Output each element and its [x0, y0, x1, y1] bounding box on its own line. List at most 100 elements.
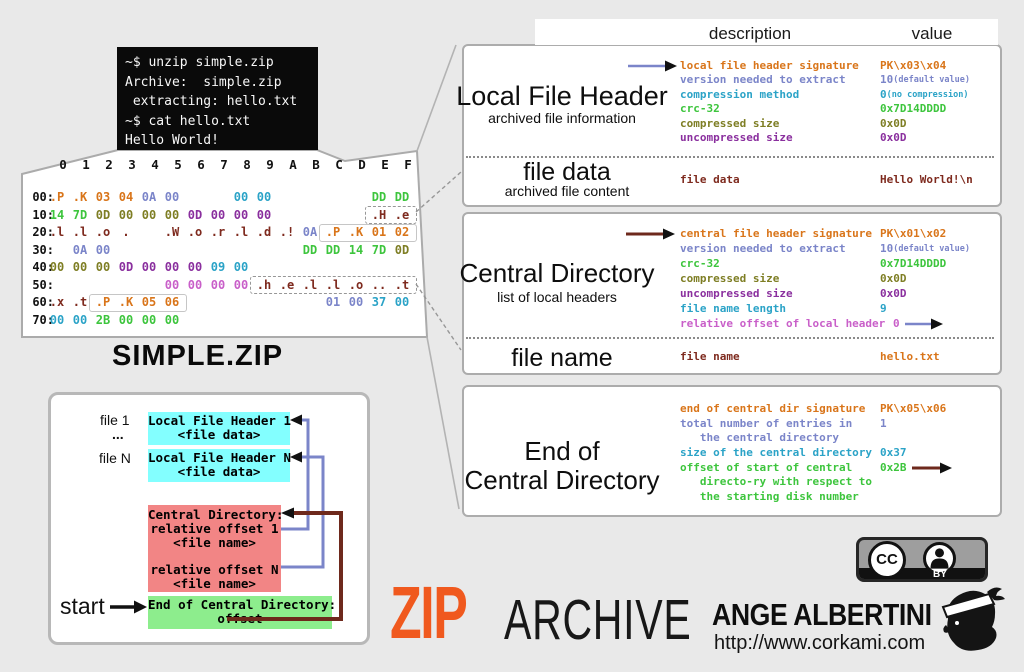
column-header-strip: [535, 19, 998, 45]
field-value: 0x37: [880, 445, 907, 459]
hex-byte-cell: .e: [394, 207, 410, 222]
hex-column-header: 0: [59, 157, 67, 172]
hex-byte-cell: .H: [371, 207, 387, 222]
hex-byte-cell: 14: [348, 242, 364, 257]
field-value: 9: [880, 301, 887, 315]
diagram-box-line: <file name>: [173, 534, 256, 550]
field-description: file name length: [680, 301, 786, 315]
hex-byte-cell: 04: [118, 190, 134, 204]
hex-byte-cell: 00: [49, 312, 65, 327]
hex-byte-cell: 09: [210, 260, 226, 274]
diagram-box-line: Local File Header 1: [148, 413, 291, 428]
hex-column-header: A: [289, 157, 297, 172]
hex-byte-cell: 01: [325, 295, 341, 309]
hex-byte-cell: 05: [141, 295, 157, 309]
hex-byte-cell: .l: [325, 277, 341, 292]
section-title-file-data: file data: [523, 158, 611, 186]
dashed-link-filename: [415, 283, 462, 351]
hex-byte-cell: 00: [256, 190, 272, 204]
field-value: 0x0D: [880, 271, 907, 285]
lens-line-top: [416, 44, 457, 152]
start-label: start: [60, 593, 105, 619]
terminal-line: ~$ unzip simple.zip: [125, 55, 274, 70]
hex-byte-cell: 00: [233, 277, 249, 292]
hex-byte-cell: 00: [164, 260, 180, 274]
hex-byte-cell: .x: [49, 295, 65, 309]
hex-byte-cell: 00: [256, 207, 272, 222]
field-value: 1: [880, 416, 887, 430]
hex-byte-cell: 37: [371, 295, 387, 309]
diagram-box-line: Local File Header N: [148, 450, 291, 465]
hex-byte-cell: .o: [95, 225, 111, 239]
field-value: 0x0D: [880, 131, 907, 144]
hex-byte-cell: 00: [95, 260, 111, 274]
by-label: BY: [933, 569, 947, 580]
hex-byte-cell: .K: [348, 225, 364, 239]
website-url: http://www.corkami.com: [714, 632, 926, 654]
hex-column-header: 9: [266, 157, 274, 172]
field-value-note: (default value): [893, 243, 971, 254]
hex-byte-cell: 0A: [72, 242, 88, 257]
hex-column-header: F: [404, 157, 412, 172]
hex-byte-cell: .l: [72, 225, 88, 239]
hex-byte-cell: 00: [141, 260, 157, 274]
hex-row-offset-label: 40:: [32, 260, 54, 274]
hex-byte-cell: 00: [164, 207, 180, 222]
hex-byte-cell: 00: [187, 277, 203, 292]
hex-byte-cell: 01: [371, 225, 387, 239]
field-description: size of the central directory: [680, 445, 873, 459]
hex-column-header: D: [358, 157, 366, 172]
field-description: uncompressed size: [680, 131, 793, 144]
hex-byte-cell: 14: [49, 207, 65, 222]
hex-column-header: 8: [243, 157, 251, 172]
hex-byte-cell: .W: [164, 225, 180, 239]
hex-row-offset-label: 60:: [32, 295, 54, 309]
hex-byte-cell: 00: [164, 312, 180, 327]
cc-by-license-badge: CC BY: [856, 537, 988, 582]
field-value: 0(no compression): [880, 87, 969, 101]
hex-byte-cell: 00: [187, 260, 203, 274]
hex-byte-cell: DD: [394, 190, 410, 204]
terminal-line: Archive: simple.zip: [125, 74, 282, 90]
hex-row-offset-label: 70:: [32, 312, 54, 327]
hex-byte-cell: 06: [164, 295, 180, 309]
hex-byte-cell: 00: [118, 207, 134, 222]
hex-column-header: 7: [220, 157, 228, 172]
hex-byte-cell: 00: [95, 242, 111, 257]
hex-byte-cell: 7D: [371, 242, 387, 257]
hex-byte-cell: .P: [95, 295, 111, 309]
field-description: compressed size: [680, 271, 780, 285]
hex-byte-cell: .P: [325, 225, 341, 239]
hex-highlight-eocd-signature: [89, 294, 187, 312]
field-value: PK\x05\x06: [880, 401, 947, 415]
field-value: 10(default value): [880, 241, 971, 255]
central-directory-box: Central Directory:relative offset 1<file…: [148, 505, 284, 592]
hex-byte-cell: 0D: [394, 242, 410, 257]
diagram-box-line: Central Directory:: [148, 507, 284, 522]
field-value: 0x2B: [880, 460, 907, 474]
hex-byte-cell: 0D: [118, 260, 134, 274]
hex-byte-cell: 00: [348, 295, 364, 309]
field-description: crc-32: [680, 102, 720, 115]
field-description: central file header signature: [680, 226, 873, 240]
hex-byte-cell: .l: [302, 277, 318, 292]
hex-byte-cell: .o: [348, 277, 364, 292]
section-subtitle-file-data: archived file content: [504, 183, 630, 199]
hex-row-offset-label: 30:: [32, 242, 54, 257]
field-value: 0: [893, 316, 900, 330]
dashed-link-filedata: [415, 171, 462, 213]
field-value: 0x7D14DDDD: [880, 256, 947, 270]
field-value: Hello World!\n: [880, 172, 973, 186]
hex-byte-cell: .!: [279, 225, 295, 239]
hex-byte-cell: 0D: [187, 207, 203, 222]
hex-byte-cell: 00: [72, 312, 88, 327]
fileN-label: file N: [99, 450, 131, 466]
field-description: file name: [680, 349, 740, 363]
eocd-box: End of Central Directory:offset: [148, 596, 336, 629]
terminal-line: extracting: hello.txt: [125, 94, 298, 109]
hex-byte-cell: 03: [95, 190, 111, 204]
dotted-divider-2: [466, 337, 994, 339]
hex-byte-cell: 00: [141, 312, 157, 327]
